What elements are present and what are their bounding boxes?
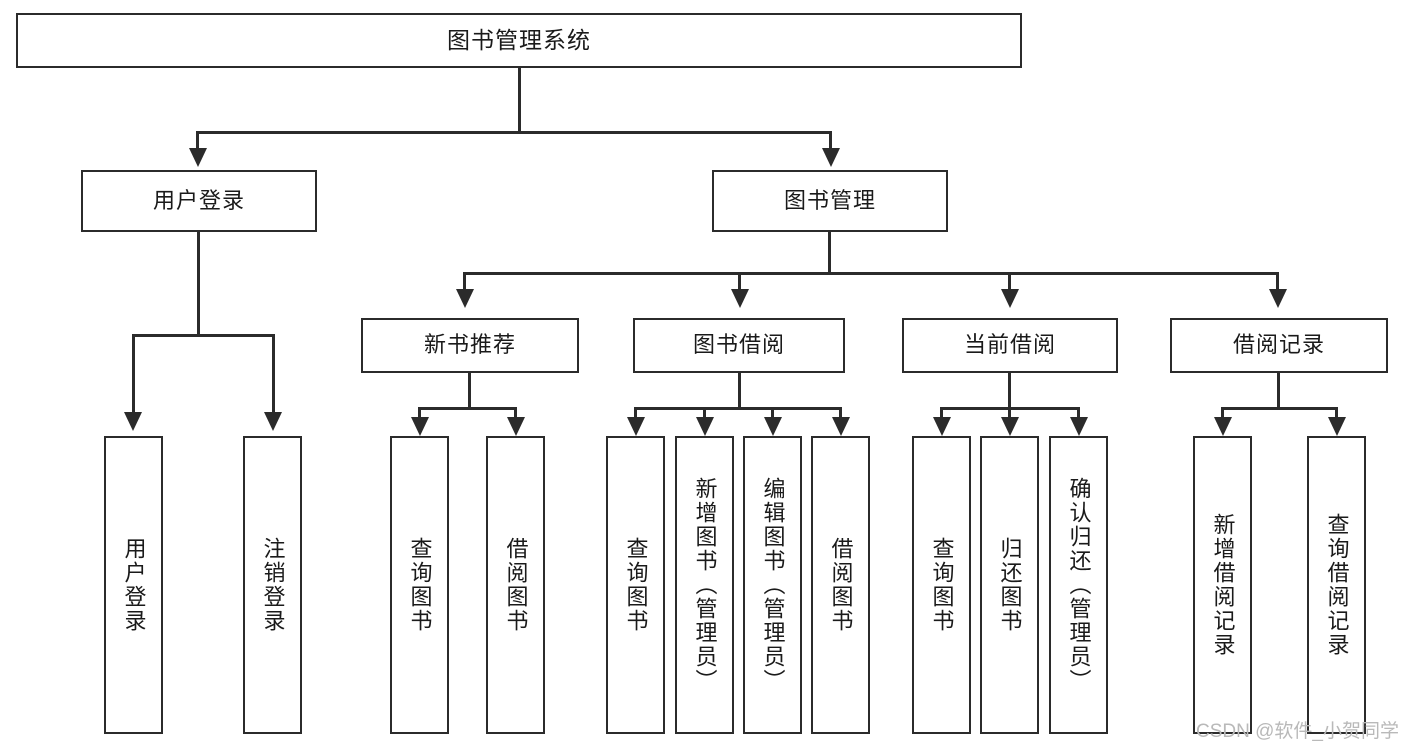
arrow-to-leaf-borrow-book-2 [832, 417, 850, 436]
connector-borrow-record-bus [1221, 407, 1338, 410]
node-leaf-query-record-label: 查询借阅记录 [1324, 513, 1350, 657]
node-current-borrow[interactable]: 当前借阅 [902, 318, 1118, 373]
node-new-book-recommend-label: 新书推荐 [423, 332, 516, 358]
connector-book-borrow-drop-3 [771, 407, 774, 418]
arrow-to-current-borrow [1001, 289, 1019, 308]
node-leaf-return-book[interactable]: 归还图书 [980, 436, 1039, 734]
node-leaf-query-book-1-label: 查询图书 [407, 537, 433, 633]
node-leaf-borrow-book-2-label: 借阅图书 [828, 537, 854, 633]
connector-current-borrow-drop-2 [1008, 407, 1011, 418]
connector-book-borrow-drop-2 [703, 407, 706, 418]
node-leaf-confirm-return[interactable]: 确认归还（管理员） [1049, 436, 1108, 734]
node-root[interactable]: 图书管理系统 [16, 13, 1022, 68]
node-leaf-user-logout[interactable]: 注销登录 [243, 436, 302, 734]
node-user-login[interactable]: 用户登录 [81, 170, 317, 232]
node-leaf-user-login[interactable]: 用户登录 [104, 436, 163, 734]
arrow-to-leaf-query-book-3 [933, 417, 951, 436]
connector-root-stem [518, 68, 521, 133]
node-leaf-query-book-1[interactable]: 查询图书 [390, 436, 449, 734]
node-user-login-label: 用户登录 [152, 187, 245, 213]
node-leaf-add-book-label: 新增图书（管理员） [692, 477, 718, 693]
connector-book-manage-drop-2 [738, 272, 741, 290]
arrow-to-user-login [189, 148, 207, 167]
node-leaf-query-record[interactable]: 查询借阅记录 [1307, 436, 1366, 734]
arrow-to-new-book-recommend [456, 289, 474, 308]
arrow-to-leaf-query-book-2 [627, 417, 645, 436]
connector-book-manage-drop-1 [463, 272, 466, 290]
connector-book-manage-stem [828, 232, 831, 274]
node-leaf-borrow-book-1-label: 借阅图书 [503, 537, 529, 633]
arrow-to-leaf-return-book [1001, 417, 1019, 436]
connector-book-manage-drop-3 [1008, 272, 1011, 290]
connector-new-book-bus [418, 407, 517, 410]
node-leaf-edit-book[interactable]: 编辑图书（管理员） [743, 436, 802, 734]
connector-current-borrow-drop-3 [1077, 407, 1080, 418]
node-new-book-recommend[interactable]: 新书推荐 [361, 318, 579, 373]
node-leaf-query-book-3[interactable]: 查询图书 [912, 436, 971, 734]
arrow-to-leaf-add-book [696, 417, 714, 436]
node-book-manage[interactable]: 图书管理 [712, 170, 948, 232]
connector-book-borrow-drop-4 [839, 407, 842, 418]
connector-user-login-drop-2 [272, 334, 275, 413]
connector-new-book-drop-1 [418, 407, 421, 418]
node-leaf-add-record-label: 新增借阅记录 [1210, 513, 1236, 657]
arrow-to-leaf-confirm-return [1070, 417, 1088, 436]
arrow-to-borrow-record [1269, 289, 1287, 308]
node-leaf-query-book-2[interactable]: 查询图书 [606, 436, 665, 734]
node-leaf-edit-book-label: 编辑图书（管理员） [760, 477, 786, 693]
arrow-to-leaf-user-logout [264, 412, 282, 431]
arrow-to-book-manage [822, 148, 840, 167]
node-leaf-borrow-book-2[interactable]: 借阅图书 [811, 436, 870, 734]
node-leaf-user-logout-label: 注销登录 [260, 537, 286, 633]
node-current-borrow-label: 当前借阅 [963, 332, 1056, 358]
arrow-to-leaf-borrow-book-1 [507, 417, 525, 436]
connector-borrow-record-drop-2 [1335, 407, 1338, 418]
connector-book-borrow-drop-1 [634, 407, 637, 418]
node-leaf-return-book-label: 归还图书 [997, 537, 1023, 633]
connector-book-borrow-bus [634, 407, 842, 410]
connector-root-bus [196, 131, 832, 134]
node-root-label: 图书管理系统 [447, 26, 591, 53]
connector-new-book-stem [468, 373, 471, 410]
connector-current-borrow-stem [1008, 373, 1011, 410]
arrow-to-leaf-query-record [1328, 417, 1346, 436]
connector-user-login-drop-1 [132, 334, 135, 413]
node-borrow-record[interactable]: 借阅记录 [1170, 318, 1388, 373]
arrow-to-book-borrow [731, 289, 749, 308]
node-leaf-query-book-2-label: 查询图书 [623, 537, 649, 633]
connector-borrow-record-stem [1277, 373, 1280, 410]
node-book-borrow-label: 图书借阅 [692, 332, 785, 358]
node-book-borrow[interactable]: 图书借阅 [633, 318, 845, 373]
arrow-to-leaf-query-book-1 [411, 417, 429, 436]
connector-new-book-drop-2 [514, 407, 517, 418]
connector-current-borrow-drop-1 [940, 407, 943, 418]
arrow-to-leaf-edit-book [764, 417, 782, 436]
watermark: CSDN @软件_小贺同学 [1196, 721, 1399, 742]
connector-book-manage-drop-4 [1276, 272, 1279, 290]
arrow-to-leaf-add-record [1214, 417, 1232, 436]
node-borrow-record-label: 借阅记录 [1232, 332, 1325, 358]
connector-root-drop-left [196, 131, 199, 149]
connector-root-drop-right [829, 131, 832, 149]
node-leaf-confirm-return-label: 确认归还（管理员） [1066, 477, 1092, 693]
node-leaf-add-record[interactable]: 新增借阅记录 [1193, 436, 1252, 734]
connector-borrow-record-drop-1 [1221, 407, 1224, 418]
connector-book-borrow-stem [738, 373, 741, 410]
node-book-manage-label: 图书管理 [783, 187, 876, 213]
node-leaf-query-book-3-label: 查询图书 [929, 537, 955, 633]
arrow-to-leaf-user-login [124, 412, 142, 431]
node-leaf-borrow-book-1[interactable]: 借阅图书 [486, 436, 545, 734]
node-leaf-user-login-label: 用户登录 [121, 537, 147, 633]
connector-user-login-bus [132, 334, 275, 337]
connector-user-login-stem [197, 232, 200, 336]
node-leaf-add-book[interactable]: 新增图书（管理员） [675, 436, 734, 734]
connector-book-manage-bus [463, 272, 1279, 275]
